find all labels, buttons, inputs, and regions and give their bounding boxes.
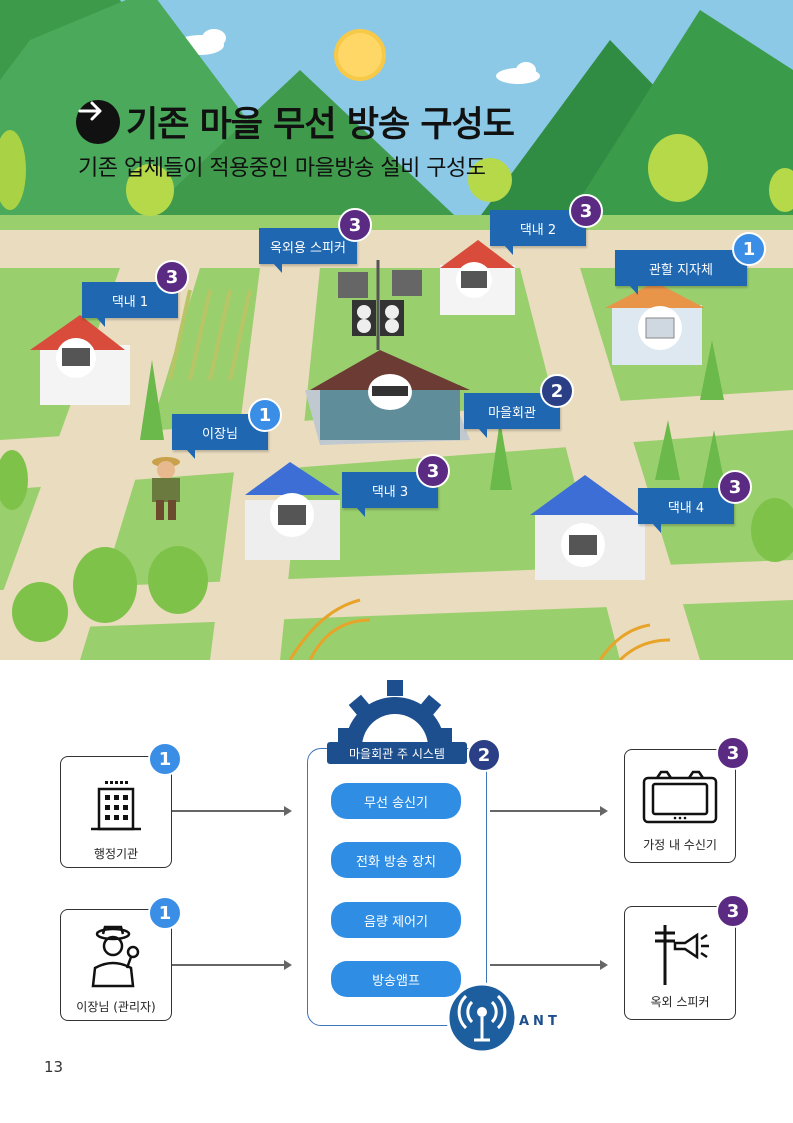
title-row: 기존 마을 무선 방송 구성도 xyxy=(76,96,515,147)
badge-house-3: 3 xyxy=(416,454,450,488)
badge-house-2: 3 xyxy=(569,194,603,228)
chief-figure xyxy=(152,457,180,520)
badge-main-system: 2 xyxy=(467,738,501,772)
page-number: 13 xyxy=(44,1058,64,1076)
antenna-icon xyxy=(446,982,518,1054)
arrow-admin-to-system xyxy=(172,806,292,816)
badge-source-admin: 1 xyxy=(148,742,182,776)
antenna-label: ANT xyxy=(519,1014,561,1029)
house-4 xyxy=(530,475,645,580)
output-home-receiver: 가정 내 수신기 xyxy=(624,749,736,863)
source-admin-label: 행정기관 xyxy=(93,847,139,861)
house-2 xyxy=(440,240,515,315)
source-admin-agency: 행정기관 xyxy=(60,756,172,868)
badge-chief: 1 xyxy=(248,398,282,432)
label-village-hall: 마을회관 xyxy=(464,393,560,438)
main-system-title: 마을회관 주 시스템 xyxy=(327,742,467,764)
page-subtitle: 기존 업체들이 적용중인 마을방송 설비 구성도 xyxy=(78,156,486,181)
source-chief: 이장님 (관리자) xyxy=(60,909,172,1021)
village-scene: 기존 마을 무선 방송 구성도 기존 업체들이 적용중인 마을방송 설비 구성도… xyxy=(0,0,793,660)
badge-village-hall: 2 xyxy=(540,374,574,408)
arrow-right-icon xyxy=(76,99,120,144)
label-authority: 관할 지자체 xyxy=(615,250,747,295)
authority-building xyxy=(605,282,705,365)
output-speaker-label: 옥외 스피커 xyxy=(650,995,710,1009)
page-title: 기존 마을 무선 방송 구성도 xyxy=(126,105,515,145)
badge-output-speaker: 3 xyxy=(716,894,750,928)
component-wireless-transmitter: 무선 송신기 xyxy=(331,783,461,819)
arrow-chief-to-system xyxy=(172,960,292,970)
component-volume-controller: 음량 제어기 xyxy=(331,902,461,938)
badge-house-4: 3 xyxy=(718,470,752,504)
chief-icon xyxy=(91,925,140,988)
component-amplifier: 방송앰프 xyxy=(331,961,461,997)
gear-icon xyxy=(338,680,452,747)
source-chief-label: 이장님 (관리자) xyxy=(76,1000,156,1014)
house-3 xyxy=(245,462,340,560)
village-illustration xyxy=(0,0,793,660)
badge-authority: 1 xyxy=(732,232,766,266)
badge-outdoor-speaker: 3 xyxy=(338,208,372,242)
village-hall-building xyxy=(305,260,470,445)
output-outdoor-speaker: 옥외 스피커 xyxy=(624,906,736,1020)
badge-source-chief: 1 xyxy=(148,896,182,930)
label-house-4: 댁내 4 xyxy=(638,488,734,533)
pole-speaker-icon xyxy=(655,925,709,985)
arrow-system-to-receiver xyxy=(490,806,608,816)
output-receiver-label: 가정 내 수신기 xyxy=(643,838,717,852)
badge-house-1: 3 xyxy=(155,260,189,294)
receiver-icon xyxy=(642,770,718,824)
arrow-system-to-speaker xyxy=(490,960,608,970)
house-1 xyxy=(30,315,130,405)
building-icon xyxy=(91,781,141,831)
badge-output-receiver: 3 xyxy=(716,736,750,770)
component-phone-broadcast: 전화 방송 장치 xyxy=(331,842,461,878)
